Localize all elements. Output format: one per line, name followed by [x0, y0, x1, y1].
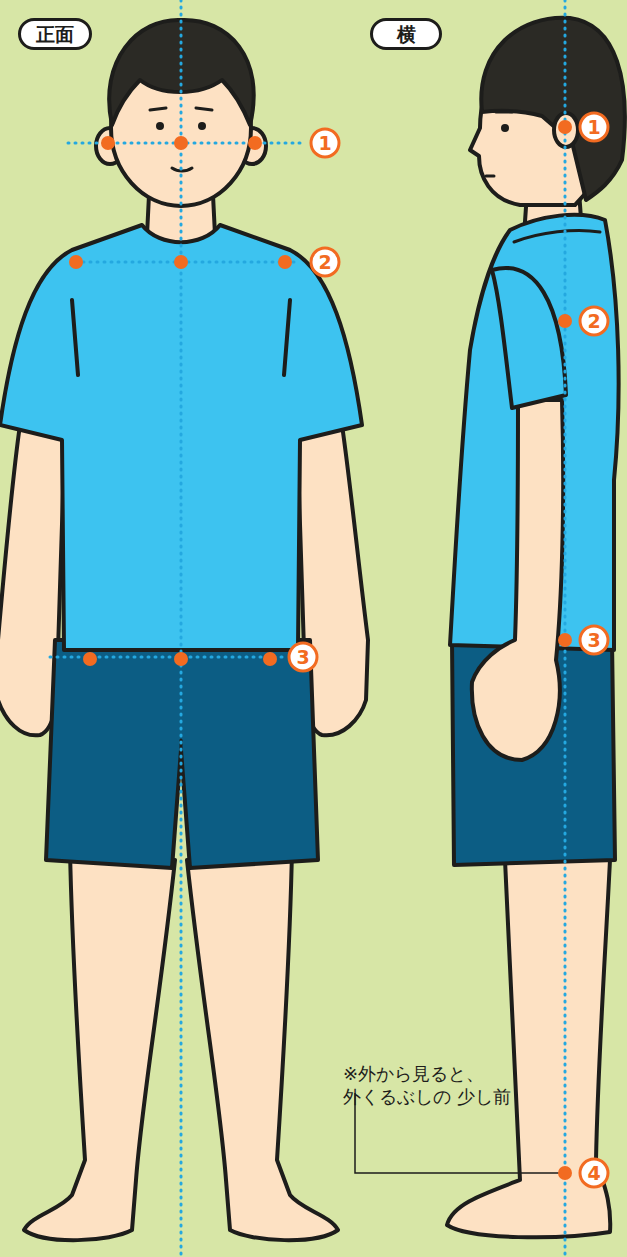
note-text: ※外から見ると、 外くるぶしの 少し前	[343, 1062, 513, 1108]
side-brow	[496, 111, 512, 114]
callout-number-text: 1	[309, 127, 341, 159]
callout-number: 2	[578, 305, 610, 337]
landmark-dot	[278, 255, 292, 269]
landmark-dot	[558, 633, 572, 647]
front-brows	[150, 108, 212, 110]
callout-number: 4	[578, 1157, 610, 1189]
view-tag: 正面	[18, 18, 92, 50]
landmark-dot	[174, 136, 188, 150]
center-line	[180, 0, 183, 1257]
callout-number-text: 1	[578, 111, 610, 143]
callout-number-text: 3	[578, 624, 610, 656]
side-hair	[481, 18, 625, 200]
landmark-dot	[558, 314, 572, 328]
landmark-dot	[101, 136, 115, 150]
view-tag: 横	[370, 18, 442, 50]
landmark-dot	[69, 255, 83, 269]
side-leg	[447, 860, 610, 1237]
callout-number-text: 2	[578, 305, 610, 337]
callout-number: 1	[578, 111, 610, 143]
landmark-dot	[263, 652, 277, 666]
callout-number: 3	[578, 624, 610, 656]
landmark-dot	[174, 652, 188, 666]
landmark-dot	[83, 652, 97, 666]
side-sleeve	[492, 268, 566, 408]
front-right-leg	[187, 850, 338, 1240]
landmark-dot	[558, 120, 572, 134]
center-line	[564, 0, 567, 1257]
callout-number-text: 2	[309, 246, 341, 278]
view-label: 正面	[18, 18, 92, 50]
landmark-dot	[558, 1166, 572, 1180]
side-eye	[501, 124, 509, 132]
front-left-leg	[24, 850, 175, 1240]
front-eye	[198, 122, 206, 130]
side-mouth	[486, 175, 494, 178]
callout-number: 2	[309, 246, 341, 278]
front-eye	[156, 122, 164, 130]
callout-number: 3	[287, 641, 319, 673]
landmark-dot	[174, 255, 188, 269]
callout-number-text: 3	[287, 641, 319, 673]
callout-number: 1	[309, 127, 341, 159]
landmark-dot	[248, 136, 262, 150]
view-label: 横	[370, 18, 442, 50]
callout-number-text: 4	[578, 1157, 610, 1189]
side-arm	[472, 400, 563, 760]
side-collar	[514, 230, 600, 242]
